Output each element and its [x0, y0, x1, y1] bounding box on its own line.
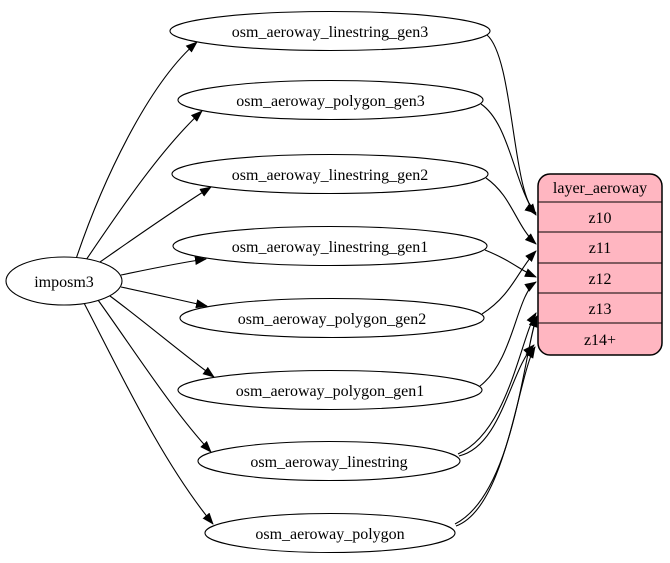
- node-osm-aeroway-polygon-gen2: osm_aeroway_polygon_gen2: [179, 297, 485, 339]
- node-osm-aeroway-polygon-gen3: osm_aeroway_polygon_gen3: [177, 79, 484, 121]
- table-label: osm_aeroway_linestring: [250, 454, 407, 471]
- edge-imposm3-osm-aeroway-linestring: [97, 299, 212, 453]
- node-osm-aeroway-linestring: osm_aeroway_linestring: [197, 440, 461, 482]
- table-ellipse: [177, 369, 483, 411]
- node-layer-aeroway: layer_aeroway z10 z11 z12 z13 z14+: [537, 173, 663, 356]
- edge-osm-aeroway-linestring-gen3-z10: [486, 34, 537, 214]
- edge-osm-aeroway-polygon-z14: [455, 346, 536, 527]
- node-osm-aeroway-linestring-gen1: osm_aeroway_linestring_gen1: [172, 225, 488, 267]
- node-osm-aeroway-linestring-gen2: osm_aeroway_linestring_gen2: [171, 153, 489, 195]
- edge-osm-aeroway-polygon-gen1-z12: [479, 281, 537, 387]
- imposm3-ellipse: [5, 256, 123, 306]
- node-osm-aeroway-polygon-gen1: osm_aeroway_polygon_gen1: [177, 369, 483, 411]
- edge-imposm3-osm-aeroway-linestring-gen3: [75, 41, 198, 260]
- imposm3-label: imposm3: [34, 274, 94, 291]
- edge-osm-aeroway-linestring-gen1-z12: [484, 249, 537, 278]
- layer-aeroway-title: layer_aeroway: [553, 180, 647, 197]
- edge-imposm3-osm-aeroway-polygon-gen2: [120, 286, 208, 309]
- layer-aeroway-box: [537, 173, 663, 356]
- table-label: osm_aeroway_polygon: [255, 526, 404, 543]
- table-ellipse: [171, 153, 489, 195]
- edge-imposm3-osm-aeroway-linestring-gen1: [120, 256, 207, 276]
- edge-osm-aeroway-polygon-gen2-z11: [481, 250, 537, 315]
- table-label: osm_aeroway_linestring_gen3: [232, 24, 428, 41]
- node-osm-aeroway-linestring-gen3: osm_aeroway_linestring_gen3: [169, 10, 491, 52]
- edge-layer: [75, 34, 538, 527]
- edge-osm-aeroway-linestring-gen2-z11: [485, 177, 537, 245]
- layer-row-z13: z13: [588, 301, 611, 318]
- edge-osm-aeroway-polygon-gen3-z10: [480, 103, 537, 216]
- edge-imposm3-osm-aeroway-polygon-gen1: [109, 295, 215, 378]
- table-label: osm_aeroway_linestring_gen1: [232, 239, 428, 256]
- table-label: osm_aeroway_polygon_gen2: [238, 311, 426, 328]
- layer-row-z14: z14+: [584, 332, 616, 349]
- edge-imposm3-osm-aeroway-linestring-gen2: [99, 186, 212, 263]
- layer-row-z11: z11: [589, 240, 612, 257]
- table-label: osm_aeroway_linestring_gen2: [232, 167, 428, 184]
- table-ellipse: [197, 440, 461, 482]
- node-osm-aeroway-polygon: osm_aeroway_polygon: [204, 512, 456, 554]
- edge-osm-aeroway-polygon-z13: [454, 315, 538, 525]
- table-label: osm_aeroway_polygon_gen1: [236, 383, 424, 400]
- table-ellipse: [179, 297, 485, 339]
- edge-osm-aeroway-linestring-z14: [458, 344, 535, 457]
- table-ellipse: [204, 512, 456, 554]
- edge-imposm3-osm-aeroway-polygon-gen3: [85, 110, 203, 261]
- layer-row-z10: z10: [588, 210, 611, 227]
- table-ellipse: [169, 10, 491, 52]
- layer-row-z12: z12: [588, 271, 611, 288]
- edge-imposm3-osm-aeroway-polygon: [83, 302, 214, 525]
- table-ellipse: [172, 225, 488, 267]
- node-imposm3: imposm3: [5, 256, 123, 306]
- table-label: osm_aeroway_polygon_gen3: [236, 93, 424, 110]
- table-ellipse: [177, 79, 484, 121]
